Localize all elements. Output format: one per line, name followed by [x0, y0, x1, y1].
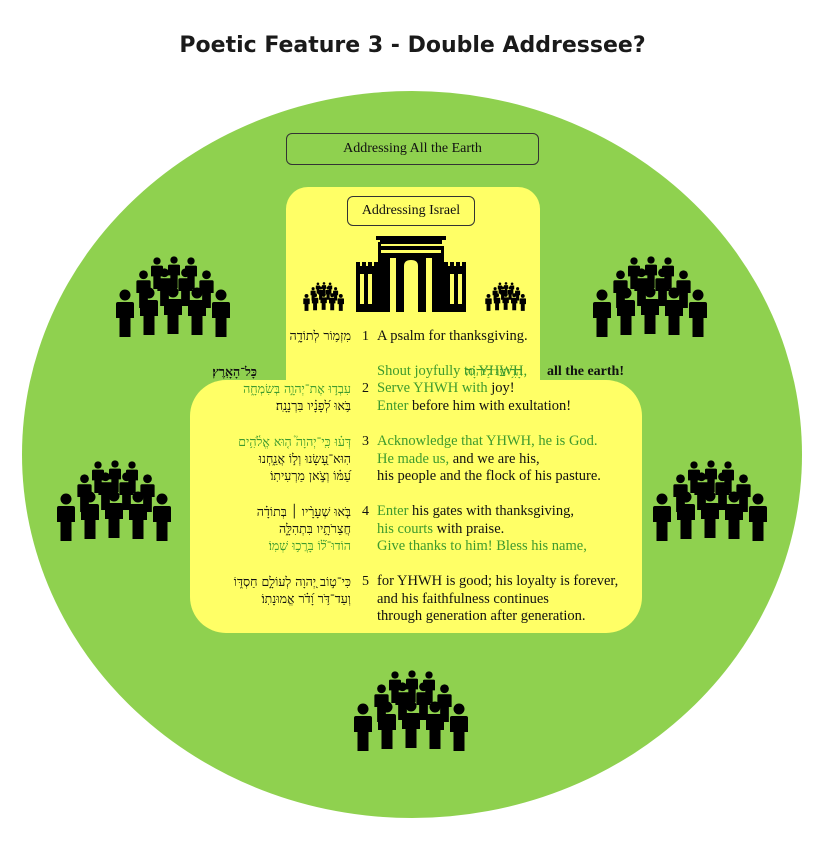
english-v1b: Shout joyfully to YHWH, — [377, 363, 528, 379]
english-v3c: his people and the flock of his pasture. — [377, 468, 601, 484]
english-v4b-green: his courts — [377, 521, 433, 537]
english-v3b: He made us, and we are his, — [377, 451, 540, 468]
people-crowd-icon — [593, 256, 707, 337]
verse-number-3: 3 — [362, 434, 369, 449]
english-v3b-rest: and we are his, — [449, 451, 540, 467]
english-v2a-rest: joy! — [487, 380, 515, 396]
english-v4a-rest: his gates with thanksgiving, — [408, 503, 574, 519]
english-v5a: for YHWH is good; his loyalty is forever… — [377, 573, 619, 589]
hebrew-v2a: עִבְד֣וּ אֶת־יְהוָ֣ה בְּשִׂמְחָ֑ה — [243, 381, 351, 397]
english-v3b-green: He made us, — [377, 451, 450, 467]
hebrew-v3a: דְּע֗וּ כִּֽי־יְהוָה֮ ה֤וּא אֱלֹ֫הִ֥ים — [238, 434, 351, 449]
small-crowd-icon — [303, 282, 344, 311]
small-crowd-icon — [485, 282, 526, 311]
hebrew-v4b: חֲצֵרֹתָ֥יו בִּתְהִלָּ֑ה — [278, 521, 351, 536]
hebrew-v3c: עַ֝מּ֗וֹ וְצֹ֣אן מַרְעִיתֽוֹ׃ — [270, 468, 351, 483]
english-v4a: Enter his gates with thanksgiving, — [377, 503, 574, 520]
english-v5b: and his faithfulness continues — [377, 591, 549, 607]
hebrew-v2b: בֹּ֥אוּ לְ֝פָנָ֗יו בִּרְנָנָֽה׃ — [275, 398, 351, 413]
people-crowd-icon — [116, 256, 230, 337]
english-v3a: Acknowledge that YHWH, he is God. — [377, 433, 598, 449]
hebrew-v2a-text: עִבְד֣וּ אֶת־יְהוָ֣ה בְּשִׂמְחָ֑ה — [243, 381, 351, 396]
hebrew-v5a: כִּי־ט֣וֹב יְ֭הוָה לְעוֹלָ֣ם חַסְדּ֑וֹ — [233, 574, 351, 589]
english-v4a-green: Enter — [377, 503, 409, 519]
addressing-all-earth-label: Addressing All the Earth — [286, 133, 539, 165]
people-crowd-icon — [354, 670, 468, 751]
verse-number-2: 2 — [362, 381, 369, 396]
addressing-israel-label: Addressing Israel — [347, 196, 475, 226]
temple-icon — [356, 236, 466, 312]
people-crowd-icon — [57, 460, 171, 541]
israel-region-bottom — [190, 380, 642, 633]
english-v4c: Give thanks to him! Bless his name, — [377, 538, 587, 554]
english-v2a-green: Serve YHWH with — [377, 380, 488, 396]
english-v5c: through generation after generation. — [377, 608, 586, 624]
hebrew-v4c: הוֹדוּ־ל֝֗וֹ בָּרֲכ֥וּ שְׁמֽוֹ׃ — [268, 538, 351, 553]
english-v2b: Enter before him with exultation! — [377, 398, 571, 415]
english-v2b-green: Enter — [377, 398, 409, 414]
verse-number-5: 5 — [362, 574, 369, 589]
people-crowd-icon — [653, 460, 767, 541]
english-v2a: Serve YHWH with joy! — [377, 380, 515, 397]
english-v2b-rest: before him with exultation! — [408, 398, 572, 414]
english-v4b-rest: with praise. — [432, 521, 505, 537]
page-title: Poetic Feature 3 - Double Addressee? — [179, 33, 646, 58]
hebrew-v1b-a: הָרִ֥יעוּ לַ֝יהוָ֗ה — [465, 364, 523, 379]
verse-number-4: 4 — [362, 504, 369, 519]
hebrew-v4a: בֹּ֤אוּ שְׁעָרָ֨יו ׀ בְּתוֹדָ֗ה — [256, 504, 351, 519]
hebrew-v3b: הֽוּא־עָ֭שָׂנוּ וְל֣וֹ אֲנַ֑חְנוּ — [258, 451, 351, 466]
hebrew-v5b: וְעַד־דֹּ֥ר וָ֝דֹ֗ר אֱמוּנָתֽוֹ׃ — [261, 591, 351, 606]
hebrew-v1b-b: כָּל־הָאָֽרֶץ׃ — [212, 364, 257, 379]
all-the-earth-callout: all the earth! — [547, 364, 624, 379]
english-v4b: his courts with praise. — [377, 521, 504, 538]
verse-number-1: 1 — [362, 329, 369, 344]
hebrew-v1: מִזְמ֥וֹר לְתוֹדָ֑ה — [289, 328, 352, 343]
english-v1: A psalm for thanksgiving. — [377, 328, 528, 344]
